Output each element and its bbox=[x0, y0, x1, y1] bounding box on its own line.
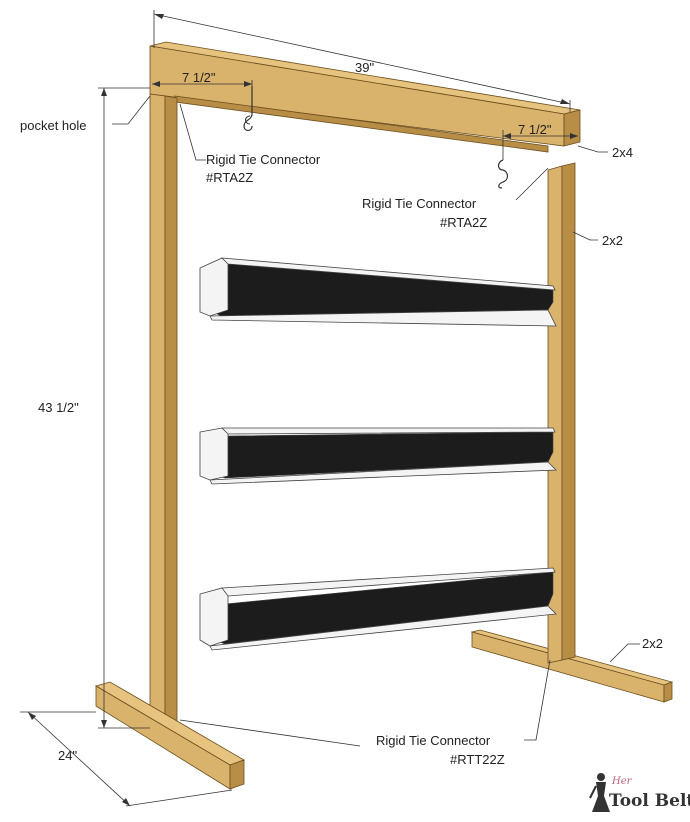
label-connector-left-1: Rigid Tie Connector bbox=[206, 152, 321, 167]
label-connector-left-2: #RTA2Z bbox=[206, 170, 253, 185]
left-post bbox=[149, 93, 178, 731]
s-hook-right-icon bbox=[497, 159, 509, 189]
left-foot bbox=[94, 681, 245, 790]
label-connector-bottom-2: #RTT22Z bbox=[450, 752, 505, 767]
tool-belt-logo: Her Tool Belt bbox=[589, 773, 690, 812]
dim-width-top bbox=[153, 10, 571, 112]
dim-depth bbox=[20, 711, 233, 807]
label-pocket-hole: pocket hole bbox=[20, 118, 87, 133]
s-hook-left-icon bbox=[243, 86, 253, 132]
label-connector-right-2: #RTA2Z bbox=[440, 215, 487, 230]
label-width-top: 39" bbox=[355, 60, 374, 75]
label-connector-right-1: Rigid Tie Connector bbox=[362, 196, 477, 211]
label-top-beam: 2x4 bbox=[612, 145, 633, 160]
label-offset-left: 7 1/2" bbox=[182, 70, 216, 85]
label-post: 2x2 bbox=[602, 233, 623, 248]
label-foot: 2x2 bbox=[642, 636, 663, 651]
label-height: 43 1/2" bbox=[38, 400, 79, 415]
top-beam bbox=[149, 41, 581, 153]
gutter-bottom bbox=[199, 567, 557, 651]
right-post bbox=[547, 162, 576, 664]
dim-offset-right bbox=[502, 130, 578, 160]
gutter-top bbox=[199, 257, 557, 327]
label-offset-right: 7 1/2" bbox=[518, 122, 552, 137]
woman-silhouette-icon bbox=[589, 773, 610, 812]
gutter-middle bbox=[199, 427, 557, 485]
dim-offset-left bbox=[152, 80, 253, 116]
dim-height bbox=[98, 87, 150, 729]
logo-small-text: Her bbox=[611, 776, 633, 787]
label-connector-bottom-1: Rigid Tie Connector bbox=[376, 733, 491, 748]
logo-main-text: Tool Belt bbox=[609, 791, 690, 811]
label-depth: 24" bbox=[58, 748, 77, 763]
